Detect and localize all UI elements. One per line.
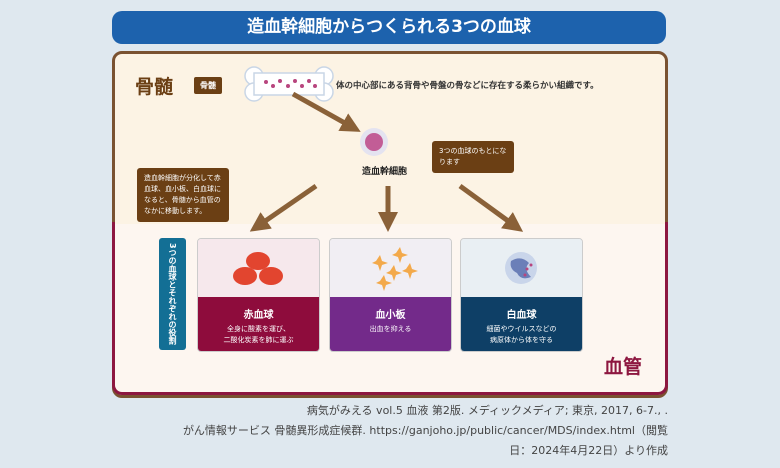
cell-name: 血小板 — [375, 310, 406, 321]
cell-name: 赤血球 — [243, 310, 274, 321]
red-blood-cell-icon — [233, 252, 283, 285]
source-line-2: がん情報サービス 骨髄異形成症候群. https://ganjoho.jp/pu… — [182, 424, 668, 437]
card-white-blood-cell: 白血球 細菌やウイルスなどの病原体から体を守る — [460, 238, 583, 352]
bone-marrow-description: 体の中心部にある背骨や骨盤の骨などに存在する柔らかい組織です。 — [336, 81, 599, 91]
cell-desc: 細菌やウイルスなどの病原体から体を守る — [486, 325, 557, 344]
cell-desc: 出血を抑える — [369, 325, 412, 333]
white-blood-cell-icon — [505, 252, 537, 284]
page-title: 造血幹細胞からつくられる3つの血球 — [112, 11, 666, 44]
vessel-border — [112, 222, 668, 395]
stem-cell-icon — [360, 128, 388, 156]
source-line-1: 病気がみえる vol.5 血液 第2版. メディックメディア; 東京, 2017… — [306, 404, 668, 417]
cell-desc: 全身に酸素を運び、二酸化炭素を肺に運ぶ — [223, 325, 294, 344]
stem-cell-bubble: 3つの血球のもとになります — [432, 141, 514, 173]
bone-marrow-tag: 骨髄 — [194, 77, 222, 94]
card-platelet: 血小板 出血を抑える — [329, 238, 452, 352]
bone-marrow-heading: 骨髄 — [135, 76, 174, 98]
migration-bubble: 造血幹細胞が分化して赤血球、血小板、白血球になると、骨髄から血管のなかに移動しま… — [137, 168, 229, 222]
stem-cell-label: 造血幹細胞 — [362, 167, 408, 177]
blood-vessel-label: 血管 — [604, 356, 643, 378]
cell-name: 白血球 — [506, 310, 537, 321]
source-line-3: 日：2024年4月22日）より作成 — [509, 444, 668, 457]
card-red-blood-cell: 赤血球 全身に酸素を運び、二酸化炭素を肺に運ぶ — [197, 238, 320, 352]
bone-icon — [244, 66, 334, 102]
roles-label: 3つの血球とそれぞれの役割 — [159, 238, 186, 350]
platelet-icon — [372, 247, 418, 291]
